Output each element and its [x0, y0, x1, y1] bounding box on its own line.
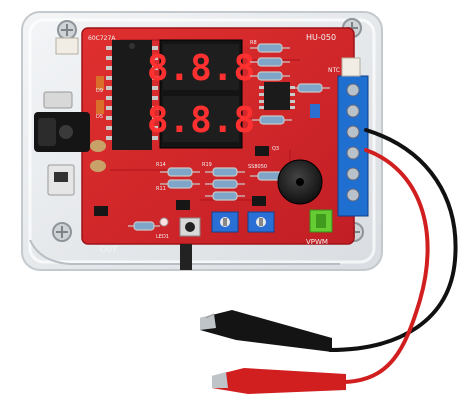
alligator-clip-black	[200, 310, 332, 352]
potentiometers	[211, 211, 275, 233]
push-button	[179, 217, 201, 237]
resistors	[128, 43, 330, 231]
ref-led1: LED1	[156, 234, 169, 240]
display-row-2: 8.8.8	[147, 100, 255, 141]
terminal-screws	[346, 83, 360, 202]
display-row-1: 8.8.8	[147, 48, 255, 89]
out-label: OUT	[100, 245, 117, 254]
screw-bottom-left	[52, 222, 72, 242]
bottom-pin-header	[180, 244, 192, 270]
ref-r14: R14	[156, 162, 166, 168]
potentiometer-left	[211, 211, 239, 233]
buzzer	[277, 159, 323, 205]
chip-silkscreen-label: 60C727A	[88, 35, 116, 42]
ref-r19: R19	[202, 162, 212, 168]
transistors	[94, 146, 269, 216]
vpwm-label: VPWM	[306, 238, 328, 246]
ref-ss8050: SS8050	[248, 164, 267, 170]
capacitors	[90, 76, 320, 172]
ref-r8: R8	[250, 40, 257, 46]
led	[159, 217, 169, 227]
white-header-left	[55, 37, 79, 55]
white-header-right	[341, 57, 361, 77]
ref-q3: Q3	[272, 146, 279, 152]
ref-d5: D5	[96, 114, 103, 120]
potentiometer-right	[247, 211, 275, 233]
ref-ntc: NTC	[328, 67, 340, 74]
ref-r11: R11	[156, 186, 166, 192]
dc-power-jack	[34, 112, 90, 152]
slide-switch	[47, 164, 75, 196]
model-label: HU-050	[306, 33, 336, 42]
green-jumper	[309, 209, 333, 233]
op-amp-chip	[259, 82, 295, 110]
seven-segment-display	[159, 39, 243, 149]
screw-top-left	[57, 20, 77, 40]
alligator-clip-red	[212, 368, 346, 394]
ref-d9: D9	[96, 88, 103, 94]
microcontroller-chip	[106, 40, 158, 150]
test-lead-wires	[328, 128, 458, 384]
screw-terminal-block	[337, 75, 369, 217]
usb-connector	[43, 91, 73, 109]
